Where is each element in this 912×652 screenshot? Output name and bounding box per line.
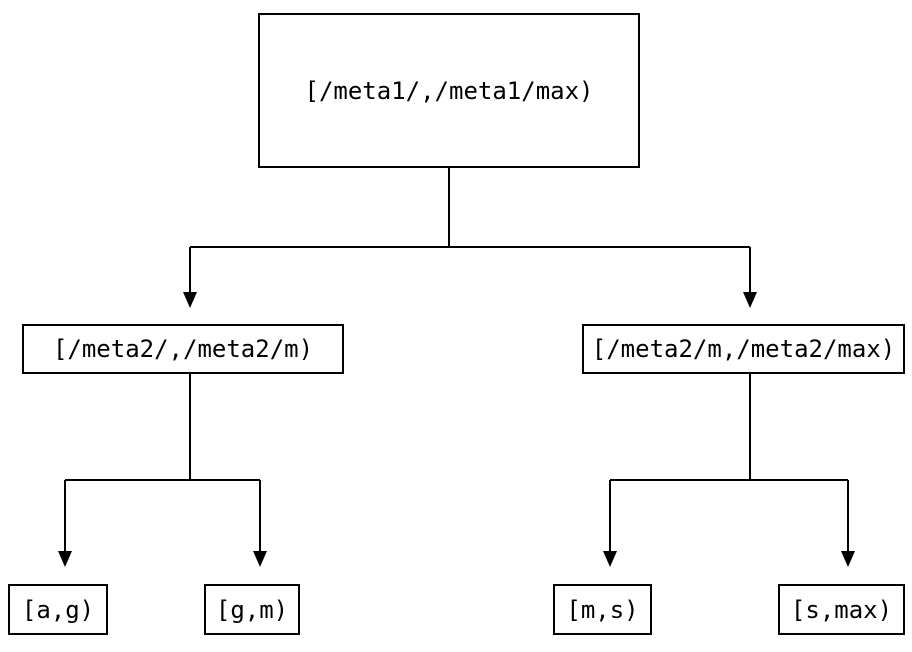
edge-root-to-level2 xyxy=(183,168,757,308)
arrowhead-down-icon xyxy=(58,551,72,567)
arrowhead-down-icon xyxy=(183,292,197,308)
arrowhead-down-icon xyxy=(253,551,267,567)
arrowhead-down-icon xyxy=(743,292,757,308)
tree-node-leaf-ms: [m,s) xyxy=(553,584,652,635)
tree-node-meta2-right: [/meta2/m,/meta2/max) xyxy=(582,324,905,374)
tree-node-root: [/meta1/,/meta1/max) xyxy=(258,13,640,168)
tree-node-meta2-left: [/meta2/,/meta2/m) xyxy=(22,324,344,374)
tree-node-leaf-smax: [s,max) xyxy=(778,584,905,635)
edge-left-to-leaves xyxy=(58,374,267,567)
tree-node-leaf-gm: [g,m) xyxy=(204,584,300,635)
edge-right-to-leaves xyxy=(603,374,855,567)
tree-node-leaf-ag: [a,g) xyxy=(8,584,108,635)
arrowhead-down-icon xyxy=(841,551,855,567)
arrowhead-down-icon xyxy=(603,551,617,567)
